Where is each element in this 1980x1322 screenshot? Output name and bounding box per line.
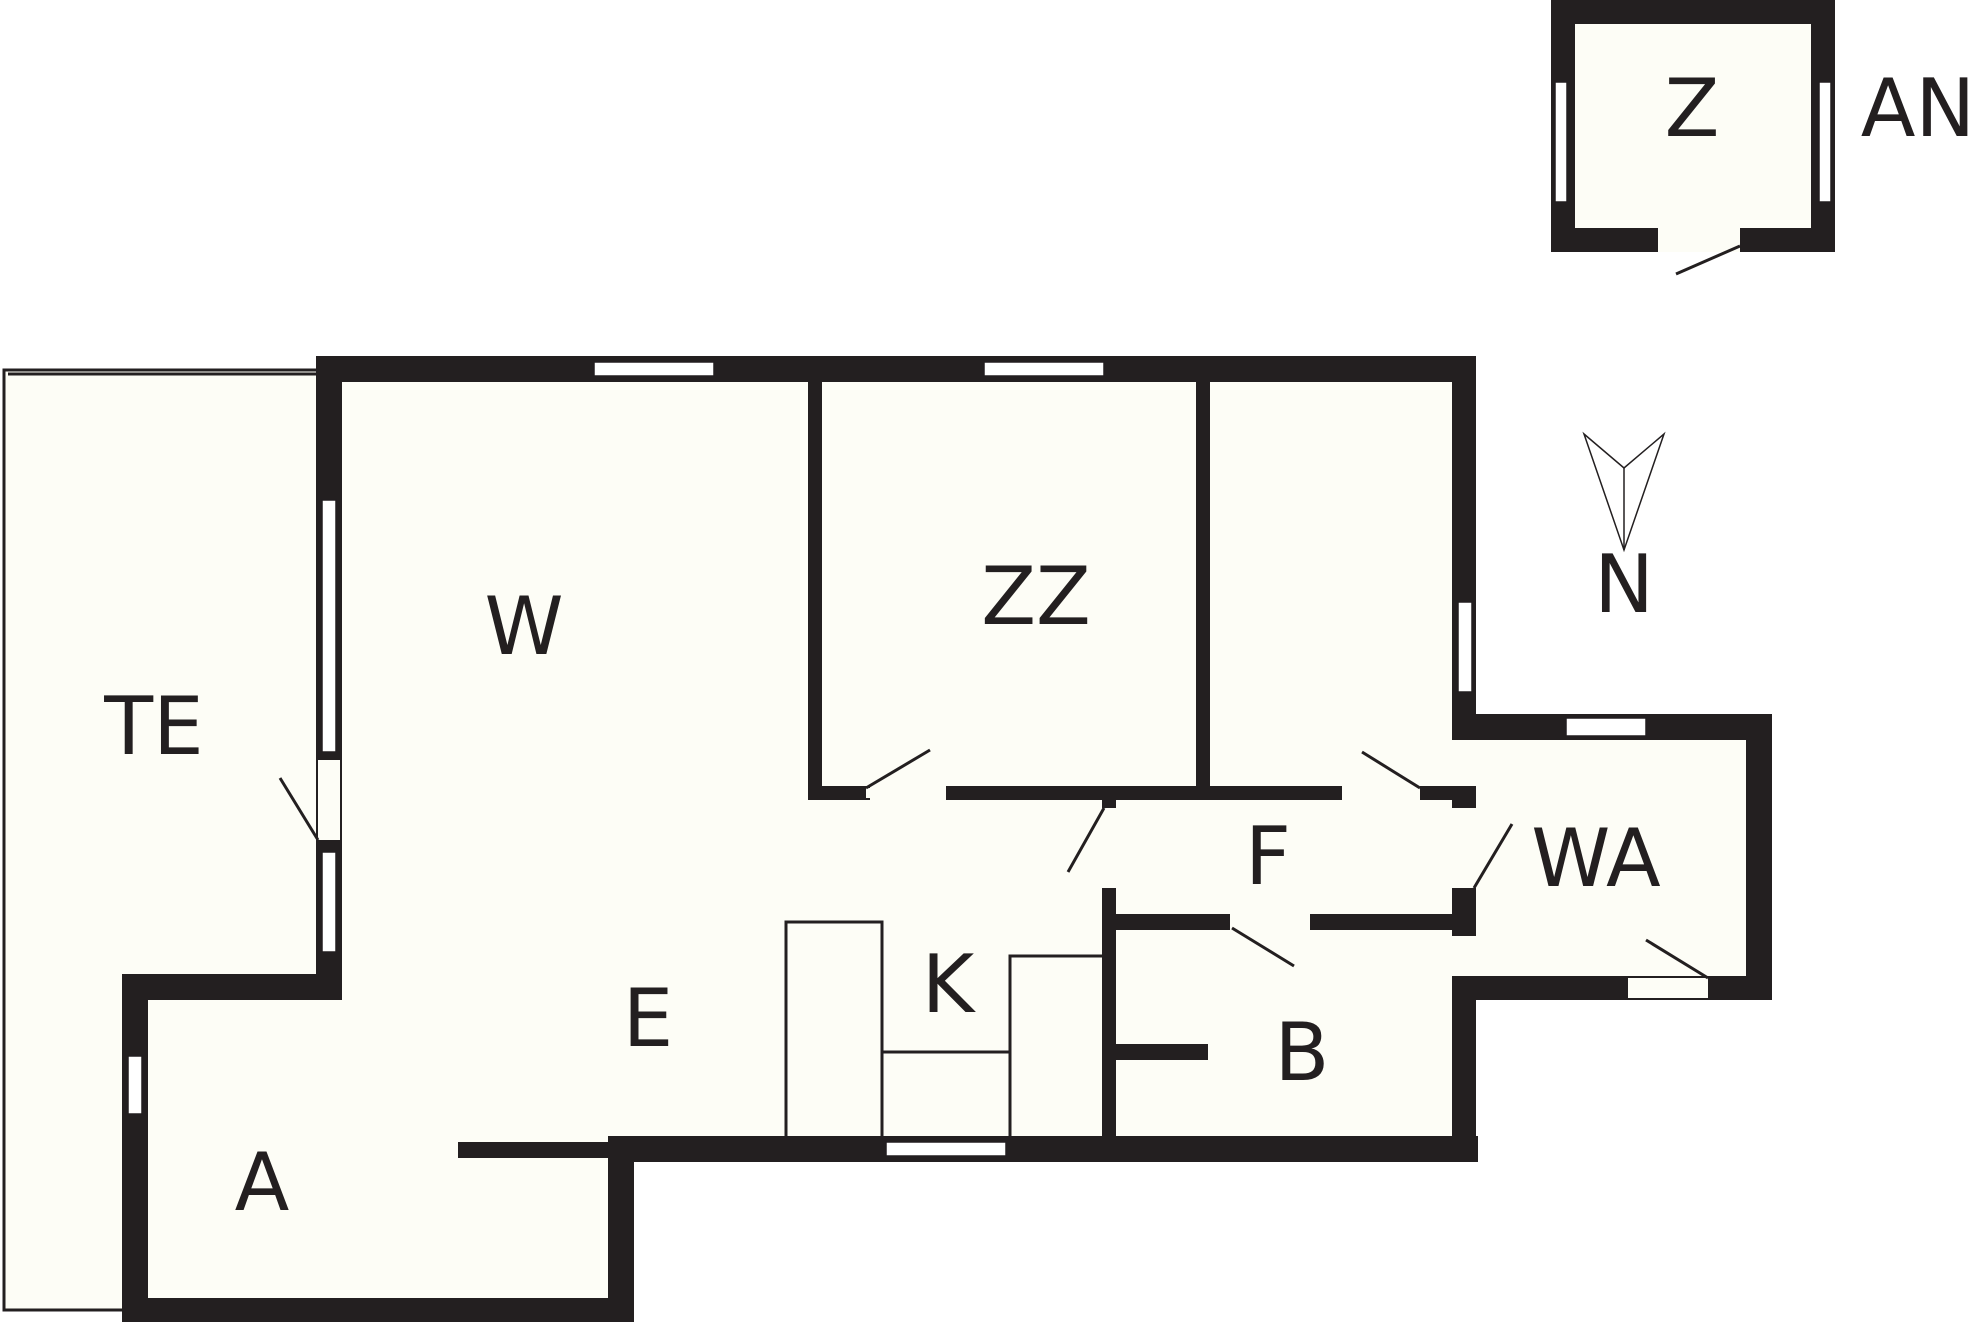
door-openings	[318, 760, 1708, 998]
kitchen-counters	[784, 920, 1104, 1140]
window-bedroom-top	[983, 361, 1105, 377]
room-label-hall: F	[1245, 810, 1291, 903]
room-label-living: W	[484, 580, 563, 673]
house-floor	[146, 380, 1748, 1298]
outbuilding	[1551, 0, 1835, 276]
room-label-dining: E	[623, 972, 674, 1065]
room-label-utility: WA	[1531, 812, 1661, 905]
interior-walls	[808, 380, 1626, 1144]
window-living-left	[321, 499, 337, 753]
outbuilding-title: AN	[1861, 62, 1976, 155]
window-living-top	[593, 361, 715, 377]
room-label-bedroom: ZZ	[981, 550, 1091, 643]
room-label-terrace: TE	[103, 680, 203, 773]
room-label-outbuilding: Z	[1665, 62, 1720, 155]
window-bedroom2-right	[1457, 601, 1473, 693]
room-label-entry: A	[235, 1136, 290, 1229]
compass-label: N	[1594, 538, 1654, 631]
house-walls	[122, 356, 1772, 1322]
north-arrow: N	[1582, 431, 1666, 631]
windows	[127, 361, 1647, 1157]
window-entry-left	[127, 1055, 143, 1115]
window-kitchen-bottom	[885, 1141, 1007, 1157]
window-utility-top	[1565, 717, 1647, 737]
outbuilding-window-left	[1554, 81, 1568, 203]
room-label-kitchen: K	[922, 938, 977, 1031]
door-swings	[278, 748, 1709, 980]
outbuilding-window-right	[1818, 81, 1832, 203]
room-label-bath: B	[1275, 1006, 1330, 1099]
window-living-left-lower	[321, 851, 337, 953]
